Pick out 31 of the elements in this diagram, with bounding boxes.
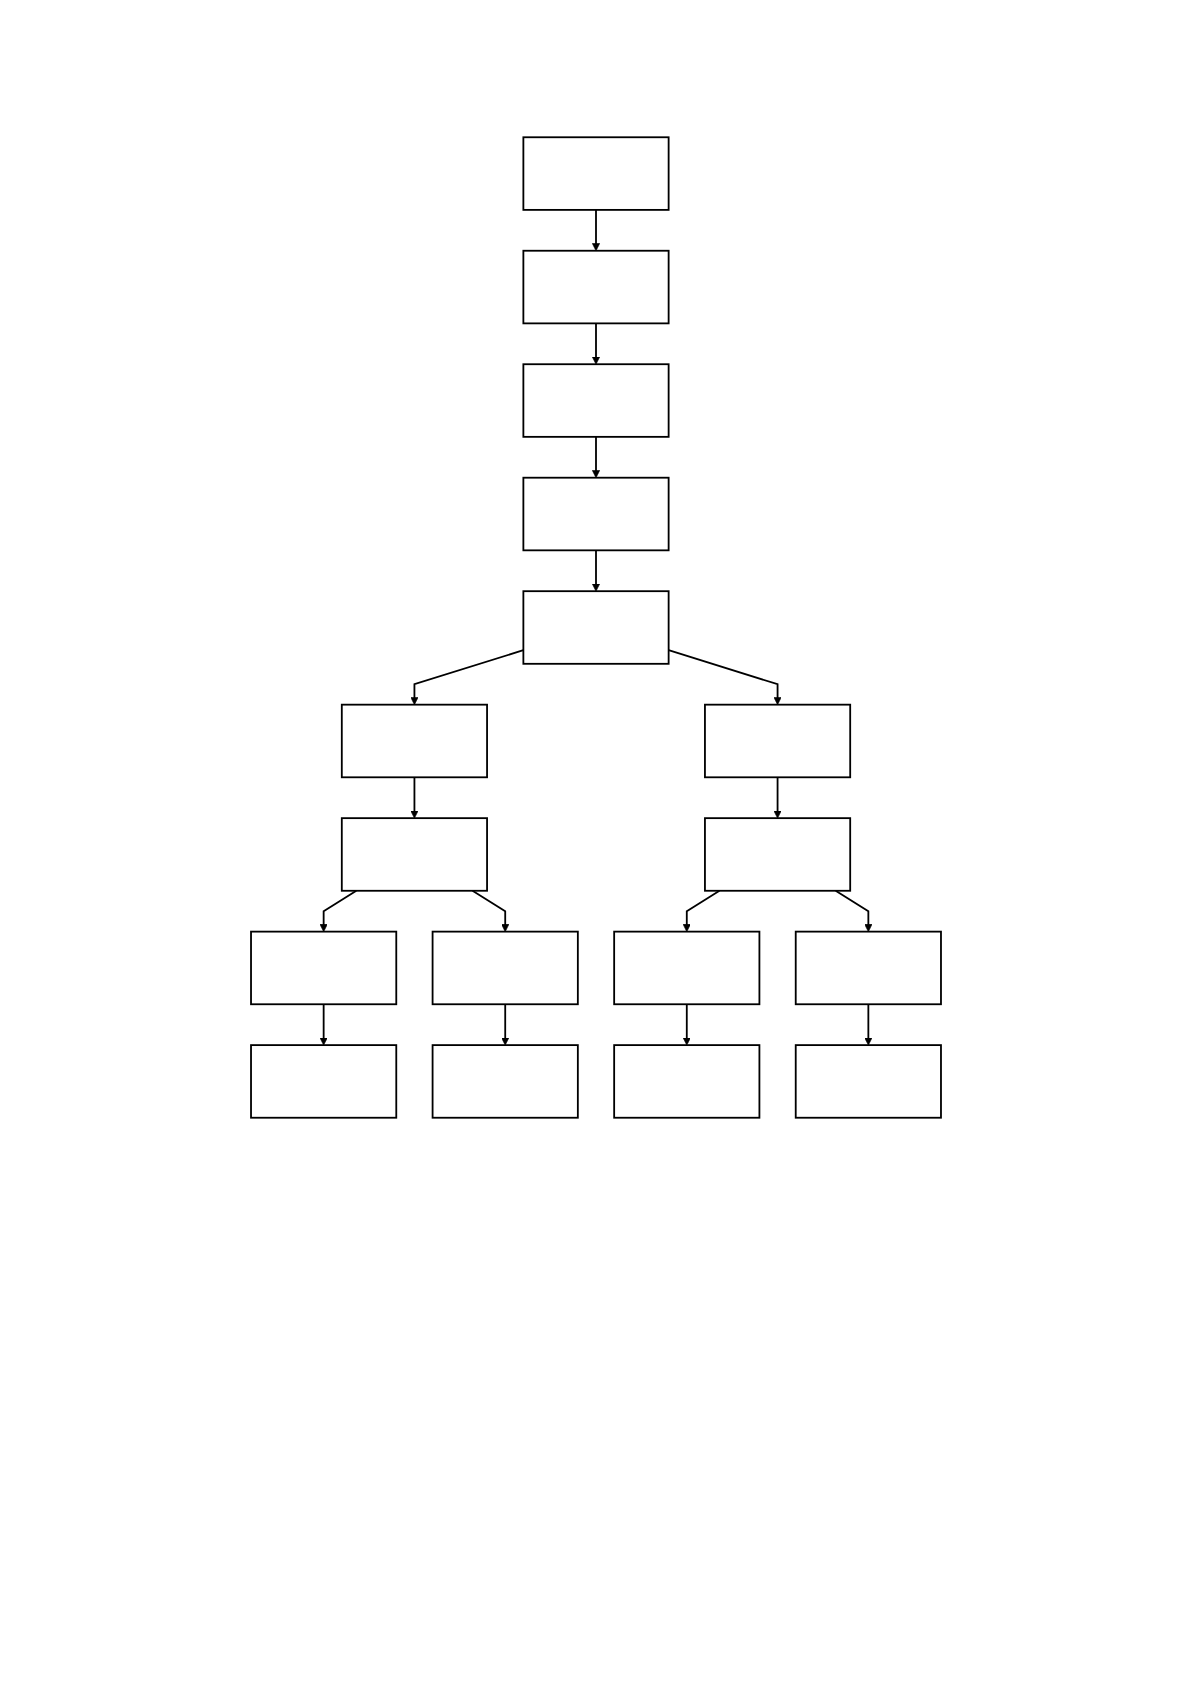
- arrow: [682, 889, 721, 932]
- arrow: [319, 1003, 328, 1046]
- arrow: [773, 776, 782, 819]
- process-box: [613, 1044, 761, 1119]
- arrow: [834, 889, 873, 932]
- arrow: [592, 549, 600, 592]
- process-box: [431, 1044, 579, 1119]
- process-box: [704, 817, 852, 892]
- process-box: [522, 590, 670, 665]
- process-box: [340, 817, 488, 892]
- process-box: [522, 136, 670, 211]
- arrow: [410, 776, 419, 819]
- arrow: [471, 889, 510, 932]
- process-box: [522, 363, 670, 438]
- process-box: [340, 703, 488, 779]
- process-box: [522, 249, 670, 325]
- arrow: [592, 209, 600, 252]
- arrow: [864, 1003, 873, 1046]
- process-box: [613, 930, 761, 1006]
- arrow: [592, 435, 600, 479]
- arrow: [501, 1003, 510, 1046]
- process-box: [704, 703, 852, 779]
- process-box: [522, 476, 670, 552]
- arrow: [592, 322, 600, 365]
- process-box: [250, 930, 398, 1006]
- process-box: [794, 930, 942, 1006]
- arrow: [682, 1003, 691, 1046]
- arrow: [319, 889, 358, 932]
- process-box: [794, 1044, 942, 1119]
- process-box: [250, 1044, 398, 1119]
- process-box: [431, 930, 579, 1006]
